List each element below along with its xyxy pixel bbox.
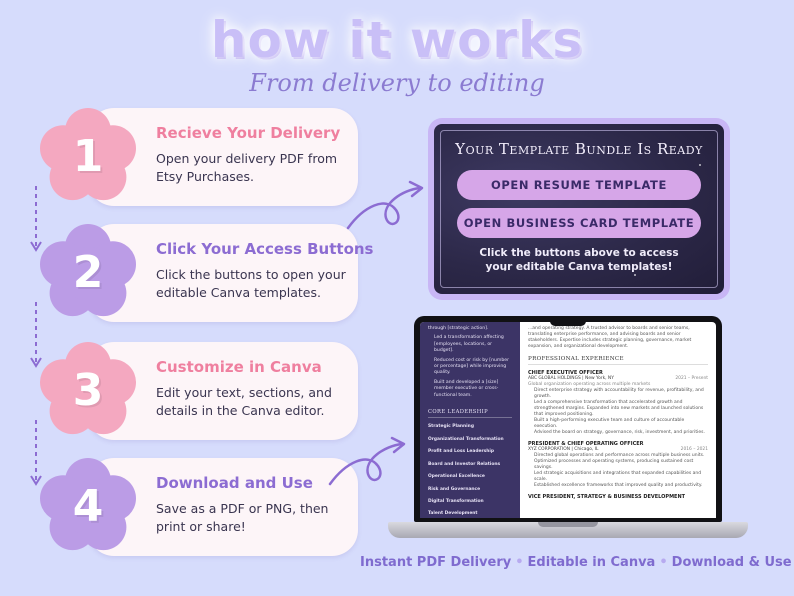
step-description: Click the buttons to open your editable … bbox=[156, 267, 346, 300]
job-item: Optimized processes and operating system… bbox=[534, 459, 694, 470]
job-dates: 2016 – 2021 bbox=[680, 447, 708, 452]
dashed-arrow-icon bbox=[30, 186, 42, 252]
resume-main: ...and operating strategy. A trusted adv… bbox=[520, 322, 716, 518]
sidebar-text: through [strategic action]. bbox=[428, 326, 489, 331]
step-description: Save as a PDF or PNG, then print or shar… bbox=[156, 501, 329, 534]
laptop-base bbox=[388, 522, 748, 538]
skill-item: Risk and Governance bbox=[428, 486, 481, 492]
flower-badge-icon: 4 bbox=[40, 458, 136, 554]
job-item: Led a comprehensive transformation that … bbox=[534, 400, 704, 417]
job-company: XYZ CORPORATION | Chicago, IL bbox=[528, 447, 599, 452]
camera-notch bbox=[550, 316, 586, 326]
job-title: VICE PRESIDENT, STRATEGY & BUSINESS DEVE… bbox=[528, 494, 686, 500]
bundle-heading: Your Template Bundle Is Ready bbox=[455, 140, 703, 158]
job-company: ABC GLOBAL HOLDINGS | New York, NY bbox=[528, 376, 614, 381]
separator: • bbox=[659, 555, 668, 570]
dashed-arrow-icon bbox=[30, 302, 42, 368]
decorative-border bbox=[440, 130, 718, 288]
step-title: Download and Use bbox=[156, 474, 313, 492]
step-title: Recieve Your Delivery bbox=[156, 124, 341, 142]
feature-instant-pdf: Instant PDF Delivery bbox=[360, 555, 512, 570]
flower-badge-icon: 2 bbox=[40, 224, 136, 320]
job-scope: Global organization operating across mul… bbox=[528, 382, 651, 387]
feature-strip: Instant PDF Delivery•Editable in Canva•D… bbox=[360, 555, 792, 570]
sidebar-bullet: Built and developed a [size] member exec… bbox=[434, 379, 499, 398]
skill-item: Organizational Transformation bbox=[428, 436, 504, 442]
skill-item: Operational Excellence bbox=[428, 474, 485, 480]
delivery-pdf-page: Your Template Bundle Is Ready OPEN RESUM… bbox=[434, 124, 724, 294]
feature-editable-canva: Editable in Canva bbox=[527, 555, 656, 570]
separator: • bbox=[515, 555, 524, 570]
job-title: PRESIDENT & CHIEF OPERATING OFFICER bbox=[528, 441, 644, 447]
skill-item: Profit and Loss Leadership bbox=[428, 449, 495, 455]
flower-badge-icon: 1 bbox=[40, 108, 136, 204]
step-title: Customize in Canva bbox=[156, 358, 322, 376]
job-item: Established excellence frameworks that i… bbox=[534, 483, 703, 488]
flower-badge-icon: 3 bbox=[40, 342, 136, 438]
dashed-arrow-icon bbox=[30, 420, 42, 486]
experience-heading: PROFESSIONAL EXPERIENCE bbox=[528, 356, 708, 365]
open-business-card-template-button[interactable]: OPEN BUSINESS CARD TEMPLATE bbox=[457, 208, 701, 238]
resume-sidebar: through [strategic action]. Led a transf… bbox=[420, 322, 520, 518]
skill-item: Talent Development bbox=[428, 511, 478, 517]
job-item: Directed global operations and performan… bbox=[534, 453, 705, 458]
job-item: Built a high-performing executive team a… bbox=[534, 418, 685, 429]
delivery-pdf-preview: Your Template Bundle Is Ready OPEN RESUM… bbox=[428, 118, 730, 300]
skill-item: Digital Transformation bbox=[428, 498, 484, 504]
page-title: how it works bbox=[210, 11, 584, 69]
job-item: Advised the board on strategy, governanc… bbox=[534, 430, 705, 435]
laptop-screen: through [strategic action]. Led a transf… bbox=[414, 316, 722, 522]
job-item: Led strategic acquisitions and integrati… bbox=[534, 471, 702, 482]
step-number: 2 bbox=[72, 246, 104, 298]
sidebar-bullet: Led a transformation affecting [employee… bbox=[434, 335, 504, 354]
feature-download-use: Download & Use bbox=[671, 555, 792, 570]
step-description: Open your delivery PDF from Etsy Purchas… bbox=[156, 151, 338, 184]
resume-template-preview: through [strategic action]. Led a transf… bbox=[420, 322, 716, 518]
curly-arrow-icon bbox=[346, 180, 424, 230]
access-note: Click the buttons above to access your e… bbox=[479, 247, 679, 273]
job-title: CHIEF EXECUTIVE OFFICER bbox=[528, 370, 603, 376]
laptop-lip bbox=[538, 522, 598, 527]
core-leadership-heading: CORE LEADERSHIP bbox=[428, 409, 512, 419]
open-resume-template-button[interactable]: OPEN RESUME TEMPLATE bbox=[457, 170, 701, 200]
step-description: Edit your text, sections, and details in… bbox=[156, 385, 332, 418]
step-number: 3 bbox=[72, 364, 104, 416]
skill-item: Board and Investor Relations bbox=[428, 461, 501, 467]
sidebar-bullet: Reduced cost or risk by [number or perce… bbox=[434, 357, 510, 376]
job-dates: 2021 – Present bbox=[675, 376, 708, 381]
curly-arrow-icon bbox=[328, 436, 406, 486]
resume-summary: ...and operating strategy. A trusted adv… bbox=[528, 326, 692, 349]
page-subtitle: From delivery to editing bbox=[249, 69, 545, 97]
job-item: Direct enterprise strategy with accounta… bbox=[534, 388, 704, 399]
skill-item: Strategic Planning bbox=[428, 424, 474, 430]
step-title: Click Your Access Buttons bbox=[156, 240, 374, 258]
step-number: 4 bbox=[72, 480, 104, 532]
step-number: 1 bbox=[72, 130, 104, 182]
